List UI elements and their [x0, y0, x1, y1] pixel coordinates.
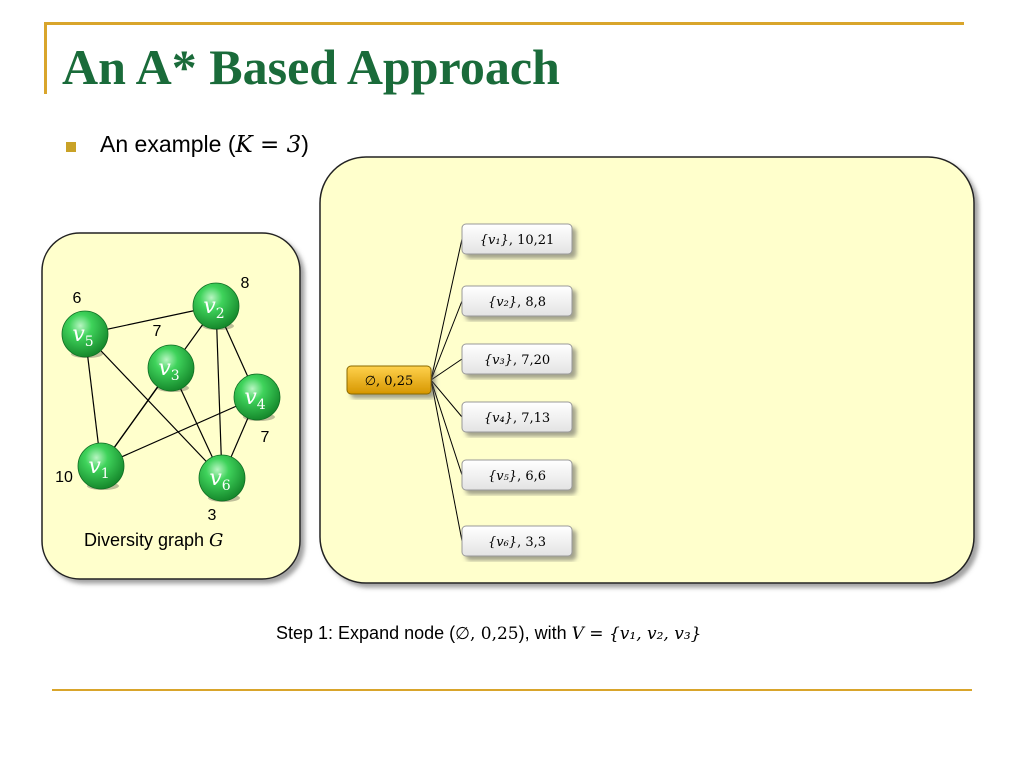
slide-title: An A* Based Approach	[62, 39, 560, 95]
graph-node-label: v2	[203, 294, 224, 322]
tree-child-node-6[interactable]: {v₆}, 3,3	[461, 525, 573, 557]
graph-edge-v5-v6	[84, 333, 223, 479]
tree-child-values: , 7,13	[513, 411, 550, 426]
graph-caption: Diversity graph G	[84, 530, 223, 551]
tree-child-values: , 3,3	[517, 535, 546, 550]
tree-child-set: {v₄}	[484, 411, 513, 426]
tree-child-box[interactable]	[461, 459, 573, 491]
tree-edges	[430, 238, 463, 542]
graph-node-label: v1	[88, 454, 109, 482]
graph-node-label-main: v	[72, 322, 85, 347]
tree-child-node-3[interactable]: {v₃}, 7,20	[461, 343, 573, 375]
tree-edge-1	[430, 238, 463, 381]
graph-node-weight: 10	[55, 469, 73, 486]
graph-node-v2[interactable]: v28	[192, 275, 250, 330]
tree-child-values: , 10,21	[509, 233, 554, 248]
graph-node-label-main: v	[158, 356, 171, 381]
tree-child-set: {v₃}	[484, 353, 513, 368]
graph-node-label-main: v	[209, 466, 222, 491]
tree-child-label: {v₁}, 10,21	[480, 233, 555, 248]
tree-child-box[interactable]	[461, 223, 573, 255]
tree-child-values: , 8,8	[517, 295, 546, 310]
graph-caption-math: G	[209, 530, 223, 551]
graph-node-weight: 3	[208, 507, 217, 524]
graph-node-label: v3	[158, 356, 179, 384]
graph-node-ball[interactable]	[77, 442, 125, 490]
bullet-suffix: )	[301, 131, 309, 157]
tree-child-label: {v₅}, 6,6	[488, 469, 546, 484]
tree-edge-3	[430, 358, 463, 381]
graph-node-label: v6	[209, 466, 230, 494]
graph-node-v3[interactable]: v3 7	[147, 323, 195, 392]
graph-node-ball[interactable]	[192, 282, 240, 330]
graph-node-label-sub: 1	[101, 466, 110, 482]
tree-child-label: {v₃}, 7,20	[484, 353, 550, 368]
tree-child-box[interactable]	[461, 343, 573, 375]
bullet-square-icon	[66, 142, 76, 152]
tree-edge-5	[430, 379, 463, 476]
graph-node-label-sub: 6	[222, 478, 231, 494]
graph-node-ball[interactable]	[61, 310, 109, 358]
graph-node-v4[interactable]: v4 7	[233, 373, 281, 446]
title-accent-horizontal	[44, 22, 964, 25]
tree-child-label: {v₆}, 3,3	[488, 535, 546, 550]
graph-node-label: v5	[72, 322, 93, 350]
graph-node-label-sub: 2	[216, 306, 225, 322]
graph-caption-text: Diversity graph	[84, 530, 209, 550]
caption-middle: ), with	[518, 623, 572, 643]
caption-prefix: Step 1: Expand node (	[276, 623, 456, 643]
tree-child-label: {v₄}, 7,13	[484, 411, 550, 426]
tree-child-set: {v₂}	[488, 295, 517, 310]
graph-node-v5[interactable]: v5 6	[61, 290, 109, 358]
graph-node-ball[interactable]	[147, 344, 195, 392]
graph-edge-v2-v6	[215, 305, 223, 479]
tree-child-values: , 6,6	[517, 469, 546, 484]
tree-root-node[interactable]: ∅, 0,25	[346, 365, 432, 395]
tree-child-box[interactable]	[461, 401, 573, 433]
graph-node-weight: 7	[153, 323, 162, 340]
tree-edge-2	[430, 300, 463, 381]
footer-divider	[52, 689, 972, 691]
graph-edge-v4-v1	[100, 396, 258, 467]
graph-node-weight: 6	[73, 290, 82, 307]
graph-node-label-main: v	[244, 385, 257, 410]
graph-node-label-sub: 3	[171, 368, 180, 384]
tree-children: {v₁}, 10,21 {v₂}, 8,8 {v₃}, 7,20 {v₄}, 7,13…	[461, 223, 573, 557]
graph-node-label-sub: 4	[257, 397, 266, 413]
graph-node-ball[interactable]	[198, 454, 246, 502]
graph-node-weight: 7	[261, 429, 270, 446]
tree-child-node-2[interactable]: {v₂}, 8,8	[461, 285, 573, 317]
caption-node: ∅, 0,25	[455, 624, 519, 644]
tree-child-node-1[interactable]: {v₁}, 10,21	[461, 223, 573, 255]
tree-child-set: {v₅}	[488, 469, 517, 484]
bullet-math: K = 3	[235, 132, 302, 158]
bullet-prefix: An example (	[100, 131, 236, 157]
tree-child-node-5[interactable]: {v₅}, 6,6	[461, 459, 573, 491]
caption-math: V = {v₁, v₂, v₃}	[571, 624, 702, 644]
tree-child-label: {v₂}, 8,8	[488, 295, 546, 310]
tree-child-node-4[interactable]: {v₄}, 7,13	[461, 401, 573, 433]
tree-child-set: {v₆}	[488, 535, 517, 550]
graph-node-weight: 8	[241, 275, 250, 292]
graph-node-v1[interactable]: v1 10	[55, 442, 125, 490]
tree-child-box[interactable]	[461, 525, 573, 557]
tree-root-box[interactable]	[346, 365, 432, 395]
graph-node-label-main: v	[88, 454, 101, 479]
tree-child-values: , 7,20	[513, 353, 550, 368]
bullet-text: An example (K = 3)	[100, 131, 309, 158]
step-caption: Step 1: Expand node (∅, 0,25), with V = …	[276, 623, 701, 644]
graph-node-label-sub: 5	[85, 334, 94, 350]
title-accent-vertical	[44, 22, 47, 94]
tree-child-set: {v₁}	[480, 233, 509, 248]
tree-root-label: ∅, 0,25	[365, 374, 414, 389]
graph-node-label-main: v	[203, 294, 216, 319]
tree-edge-4	[430, 379, 463, 418]
graph-node-ball[interactable]	[233, 373, 281, 421]
tree-edge-6	[430, 379, 463, 542]
graph-node-label: v4	[244, 385, 265, 413]
graph-node-v6[interactable]: v63	[198, 454, 246, 524]
tree-child-box[interactable]	[461, 285, 573, 317]
